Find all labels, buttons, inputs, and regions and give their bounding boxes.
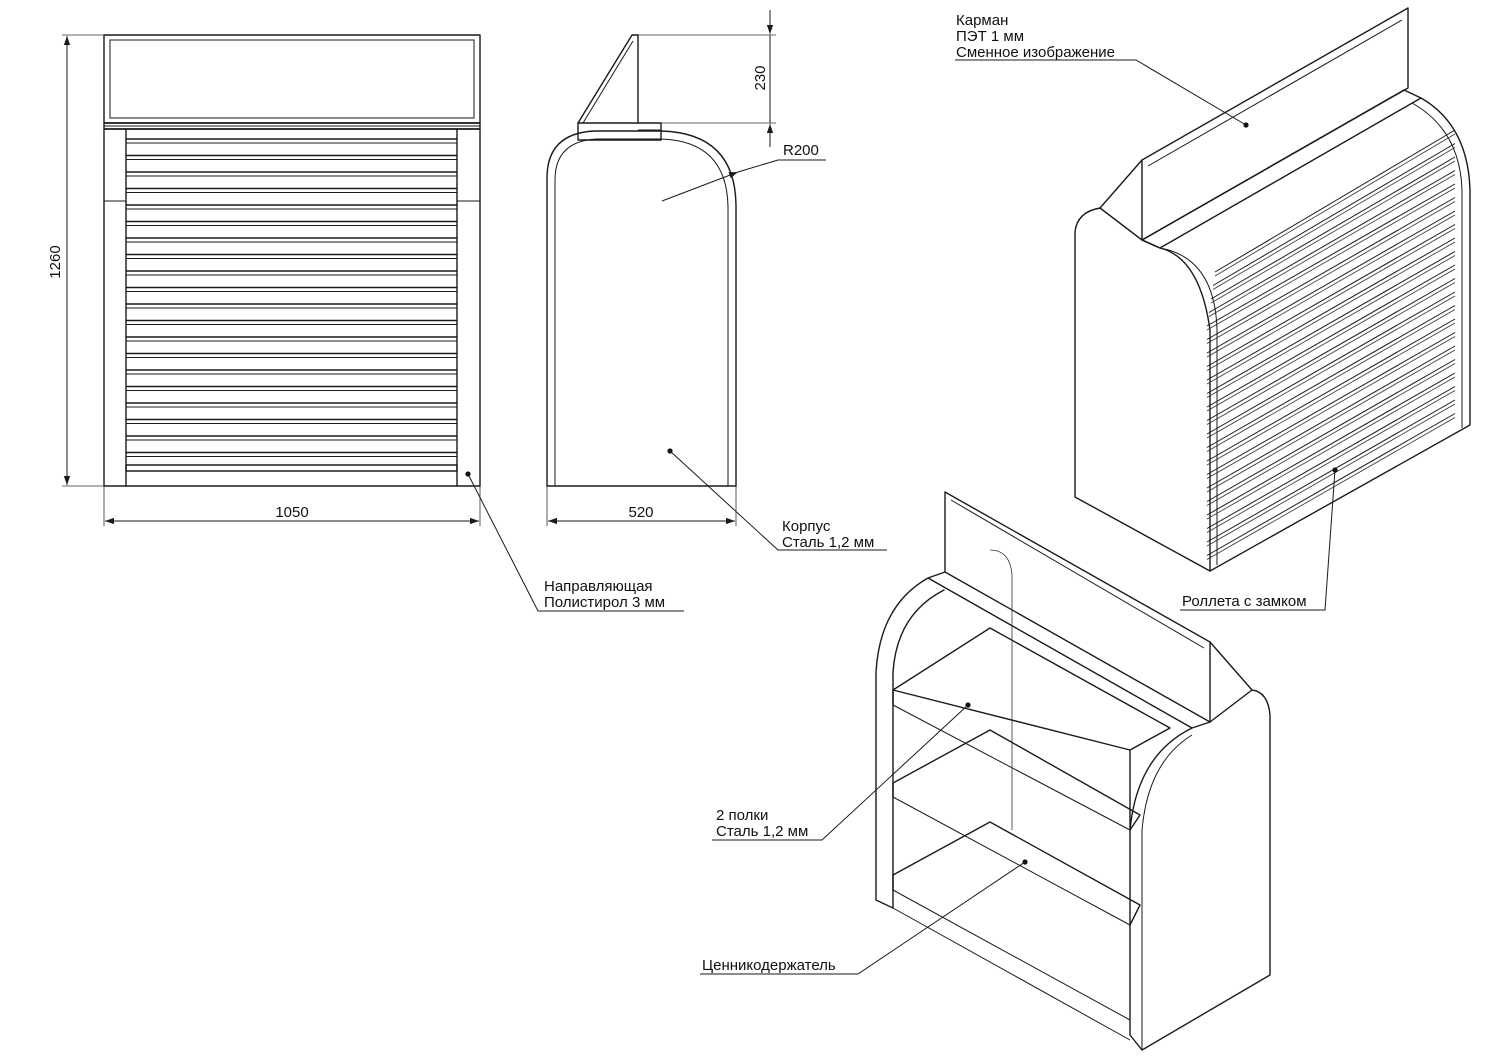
- iso-slat-line: [1206, 399, 1456, 543]
- iso-slat-line: [1206, 332, 1456, 475]
- iso-slat-line: [1206, 241, 1456, 385]
- iso-slat-line: [1206, 237, 1456, 381]
- iso-left-side: [1074, 207, 1211, 572]
- iso-slat-line: [1206, 264, 1456, 408]
- side-pocket-sign: [577, 34, 639, 124]
- iso-slat-line: [1212, 143, 1456, 286]
- iso-slat-line: [1210, 160, 1456, 304]
- iso-slat-line: [1214, 129, 1456, 273]
- iso-shelf-middle: [892, 729, 1141, 831]
- guide-label-line2: Полистирол 3 мм: [544, 594, 665, 611]
- guide-leader: [467, 473, 684, 612]
- iso-slat-line: [1206, 309, 1456, 452]
- header-height-dimension-label: 230: [752, 65, 769, 90]
- iso-slat-line: [1212, 147, 1456, 290]
- guide-label-line1: Направляющая: [544, 578, 653, 595]
- iso-slat-line: [1206, 403, 1456, 547]
- iso-open-view: [700, 491, 1271, 1051]
- iso-slat-line: [1206, 201, 1456, 344]
- iso-slat-line: [1206, 336, 1456, 479]
- iso-slat-line: [1206, 363, 1456, 506]
- iso-open-left-frame: [875, 577, 945, 909]
- iso-slat-line: [1206, 413, 1456, 556]
- roller-label: Роллета с замком: [1182, 593, 1307, 610]
- front-view: 1260 1050: [47, 34, 481, 526]
- iso-slat-line: [1206, 282, 1456, 425]
- front-roller-slats: [125, 138, 458, 457]
- iso-slat-line: [1206, 214, 1456, 358]
- iso-shelf-bottom: [892, 821, 1141, 926]
- iso-slat-line: [1206, 224, 1456, 367]
- iso-slat-line: [1206, 359, 1456, 502]
- iso-slat-line: [1206, 268, 1456, 412]
- width-dimension-label: 1050: [275, 504, 308, 521]
- pocket-label-line3: Сменное изображение: [956, 44, 1115, 61]
- radius-leader: [661, 171, 739, 202]
- price-holder-label: Ценникодержатель: [702, 957, 836, 974]
- iso-slat-line: [1206, 278, 1456, 421]
- iso-slat-line: [1206, 255, 1456, 398]
- pocket-label-line2: ПЭТ 1 мм: [956, 28, 1024, 45]
- side-body-inner: [554, 138, 729, 486]
- iso-slat-line: [1206, 322, 1456, 466]
- shelves-label-line1: 2 полки: [716, 807, 768, 824]
- iso-slat-line: [1206, 345, 1456, 489]
- body-label-line1: Корпус: [782, 518, 831, 535]
- iso-slat-line: [1206, 197, 1456, 340]
- iso-slat-line: [1206, 183, 1456, 327]
- iso-slat-line: [1206, 390, 1456, 533]
- iso-slat-line: [1206, 372, 1456, 516]
- iso-slat-line: [1208, 174, 1456, 317]
- iso-pocket-panel: [1141, 7, 1409, 241]
- iso-slat-line: [1206, 349, 1456, 493]
- iso-slat-line: [1206, 305, 1456, 448]
- pocket-label-line1: Карман: [956, 12, 1008, 29]
- height-dimension-label: 1260: [47, 245, 64, 278]
- front-bottom-bar: [125, 464, 458, 472]
- iso-roller-slats: [1206, 129, 1456, 560]
- iso-slat-line: [1206, 291, 1456, 435]
- iso-slat-line: [1206, 295, 1456, 439]
- iso-slat-line: [1210, 156, 1456, 300]
- front-header-panel: [103, 34, 481, 124]
- body-label-line2: Сталь 1,2 мм: [782, 534, 874, 551]
- iso-shelf-top: [892, 627, 1171, 751]
- side-view: R200 230 520: [546, 10, 887, 551]
- iso-slat-line: [1208, 170, 1456, 313]
- iso-slat-line: [1206, 251, 1456, 394]
- iso-open-right-side: [1129, 689, 1271, 1051]
- shelves-label-line2: Сталь 1,2 мм: [716, 823, 808, 840]
- radius-label: R200: [783, 142, 819, 159]
- iso-slat-line: [1206, 187, 1456, 331]
- iso-slat-line: [1206, 386, 1456, 529]
- front-header-inner: [109, 39, 475, 119]
- front-body: [103, 128, 481, 487]
- iso-closed-view: [955, 7, 1471, 611]
- iso-slat-line: [1206, 210, 1456, 354]
- iso-slat-line: [1206, 417, 1456, 560]
- iso-slat-line: [1206, 318, 1456, 462]
- iso-open-pocket-panel: [944, 491, 1211, 723]
- side-body-outer: [546, 130, 737, 487]
- iso-slat-line: [1206, 376, 1456, 520]
- depth-dimension-label: 520: [628, 504, 653, 521]
- iso-slat-line: [1214, 133, 1456, 277]
- iso-slat-line: [1206, 228, 1456, 371]
